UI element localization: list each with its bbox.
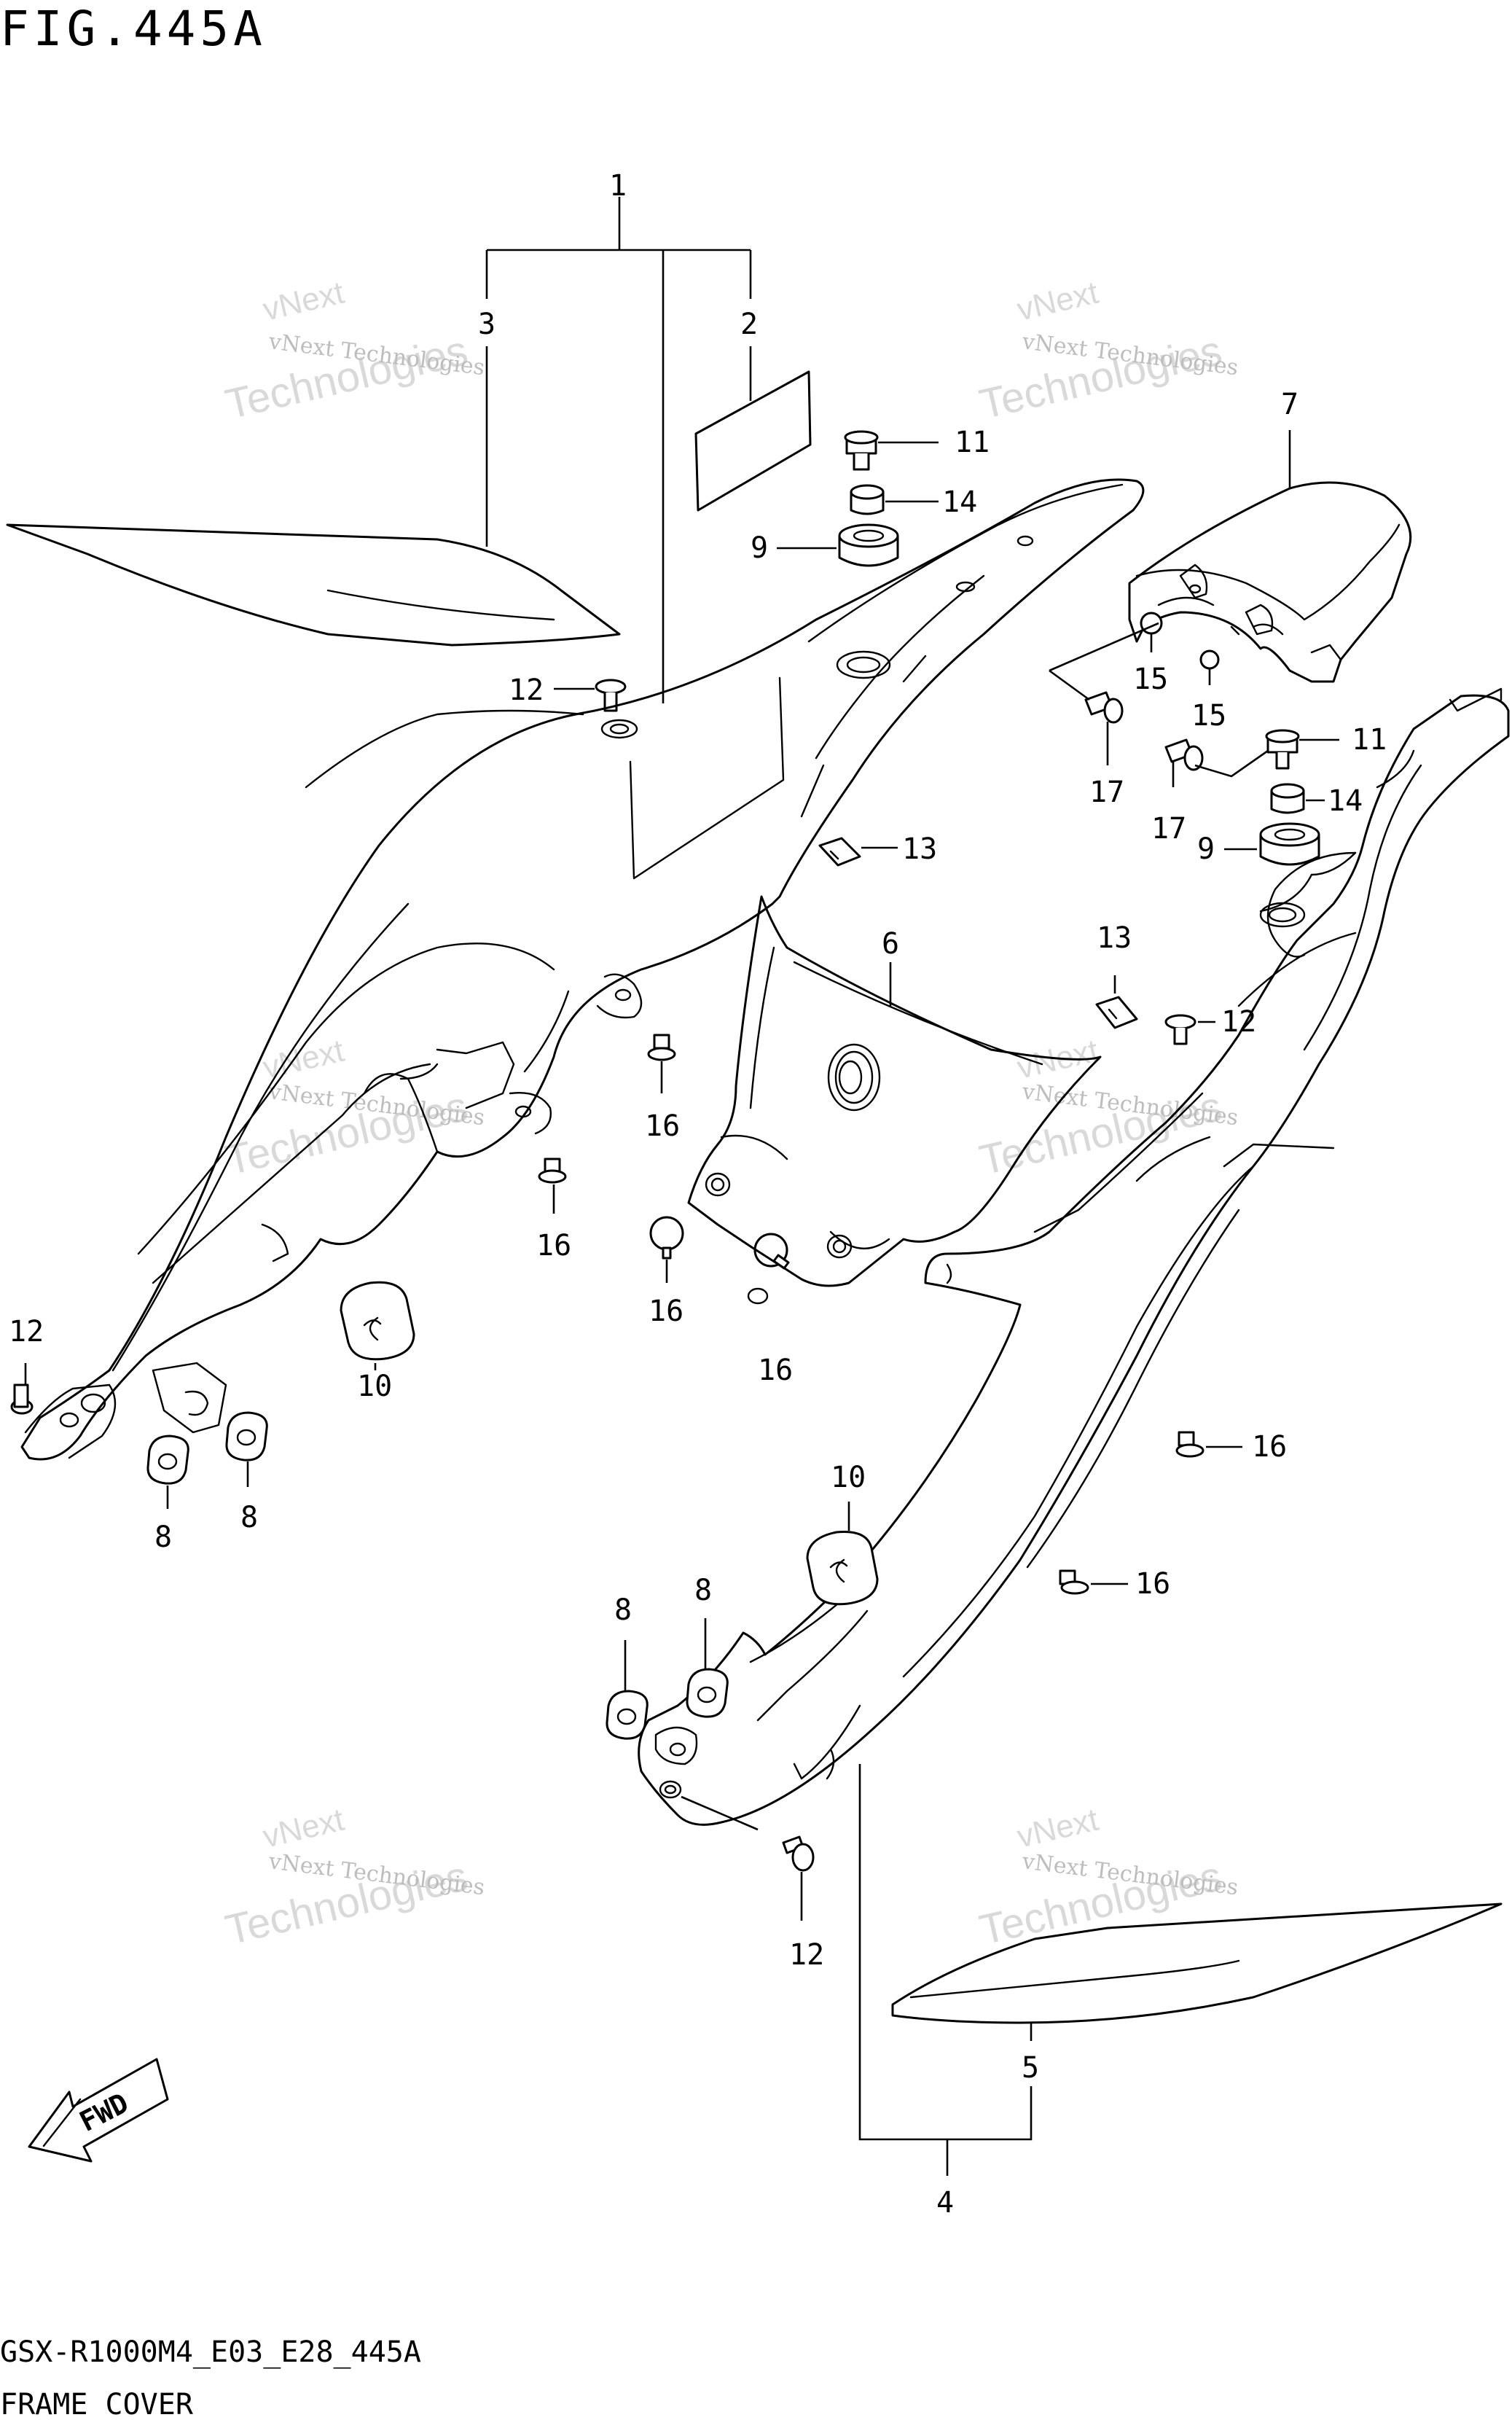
part-12-screw-d (782, 1835, 815, 1872)
callout-14-lower: 14 (1328, 784, 1363, 818)
callout-16-a: 16 (645, 1109, 680, 1143)
watermark-big-line1: vNext (1014, 1802, 1102, 1855)
callout-17-a: 17 (1089, 776, 1124, 809)
part-5-right-decal (891, 1902, 1503, 2024)
callout-6: 6 (882, 927, 899, 961)
callout-15-b: 15 (1191, 699, 1226, 733)
model-code: GSX-R1000M4_E03_E28_445A (0, 2335, 421, 2369)
part-16-plug-c (649, 1216, 684, 1260)
callout-11-upper: 11 (955, 426, 990, 459)
watermark-bottom-left: vNext Technologies vNext Technologies (221, 1802, 486, 1954)
section-name: FRAME COVER (0, 2388, 194, 2420)
part-12-screw-c (1164, 1014, 1196, 1045)
callout-16-b: 16 (536, 1229, 571, 1262)
part-8-grommet-right-b (686, 1668, 729, 1718)
part-11-screw-upper (844, 430, 879, 471)
callout-10-right: 10 (831, 1461, 866, 1494)
bracket-lines (858, 1764, 1033, 2176)
callout-10-left: 10 (357, 1370, 392, 1403)
part-14-collar-upper (850, 484, 885, 515)
part-8-grommet-left-b (225, 1411, 268, 1461)
part-16-clip-e (1175, 1431, 1204, 1458)
part-16-clip-a (647, 1034, 676, 1061)
callout-8-right-b: 8 (694, 1574, 712, 1607)
part-9-grommet-lower (1259, 822, 1320, 866)
part-8-grommet-left-a (146, 1435, 189, 1485)
callout-5: 5 (1022, 2051, 1039, 2085)
callout-8-left-b: 8 (240, 1501, 258, 1534)
part-7-tail-cowl (1128, 481, 1412, 683)
fwd-arrow-icon: FWD (28, 2058, 169, 2163)
callout-12-b: 12 (9, 1315, 44, 1348)
callout-12-d: 12 (789, 1938, 824, 1972)
watermark-mid-left: vNext Technologies vNext Technologies (221, 1033, 486, 1184)
part-6-center-cover (687, 895, 1102, 1305)
callout-group-4: 5 4 (858, 1764, 1039, 2220)
callout-8-right-a: 8 (614, 1593, 632, 1627)
callout-16-d: 16 (758, 1354, 793, 1387)
part-11-screw-lower (1265, 729, 1300, 770)
part-4-left-frame-cover (20, 478, 1145, 1461)
bracket-lines (485, 197, 752, 703)
part-16-clip-f (1059, 1569, 1089, 1595)
part-12-screw-a (595, 679, 627, 712)
callout-16-f: 16 (1135, 1567, 1170, 1601)
watermark-top-left: vNext Technologies vNext Technologies (221, 275, 486, 429)
watermark-big-line1: vNext (1014, 275, 1102, 328)
callout-17-b: 17 (1151, 812, 1186, 846)
part-9-grommet-upper (838, 523, 899, 567)
callout-16-e: 16 (1252, 1430, 1287, 1464)
part-17-screw-a (1084, 691, 1124, 724)
callout-group-1: 1 3 2 (478, 169, 758, 703)
watermark-big-line1: vNext (259, 1033, 348, 1086)
callout-1: 1 (609, 169, 627, 203)
callout-11-lower: 11 (1352, 723, 1387, 757)
fwd-label: FWD (74, 2087, 133, 2138)
callout-12-a: 12 (509, 674, 544, 707)
watermark-big-line1: vNext (259, 275, 348, 328)
figure-title: FIG.445A (0, 1, 267, 57)
part-12-screw-b (10, 1383, 34, 1415)
callout-13-upper: 13 (902, 832, 937, 866)
leader-12-d (681, 1795, 803, 1921)
callout-9-upper: 9 (751, 531, 768, 565)
callout-9-lower: 9 (1197, 832, 1215, 866)
part-16-plug-d (753, 1233, 790, 1270)
part-13-nut-lower (1095, 996, 1138, 1029)
callout-14-upper: 14 (942, 485, 977, 519)
part-14-collar-lower (1270, 783, 1305, 814)
part-2-emblem (694, 370, 812, 512)
callout-13-lower: 13 (1097, 921, 1132, 955)
watermark-big-line1: vNext (259, 1802, 348, 1855)
part-16-clip-b (538, 1158, 567, 1184)
part-17-screw-b (1164, 738, 1204, 771)
callout-7: 7 (1281, 388, 1298, 421)
callout-12-c: 12 (1221, 1005, 1256, 1039)
leader-17-b-guide (1194, 749, 1269, 778)
callout-2: 2 (740, 308, 758, 341)
part-13-nut-upper (818, 837, 861, 867)
callout-16-c: 16 (649, 1295, 683, 1328)
callout-15-a: 15 (1133, 663, 1168, 696)
part-8-grommet-right-a (606, 1690, 649, 1740)
callout-8-left-a: 8 (154, 1521, 172, 1554)
callout-3: 3 (478, 308, 495, 341)
callout-4: 4 (936, 2186, 954, 2220)
part-15-cap-b (1199, 649, 1220, 670)
part-10-cushion-right (806, 1530, 879, 1606)
part-10-cushion-left (340, 1281, 415, 1361)
part-3-left-decal (6, 523, 621, 647)
watermark-top-right: vNext Technologies vNext Technologies (975, 275, 1239, 429)
leader-17-a-guide (1049, 622, 1159, 701)
